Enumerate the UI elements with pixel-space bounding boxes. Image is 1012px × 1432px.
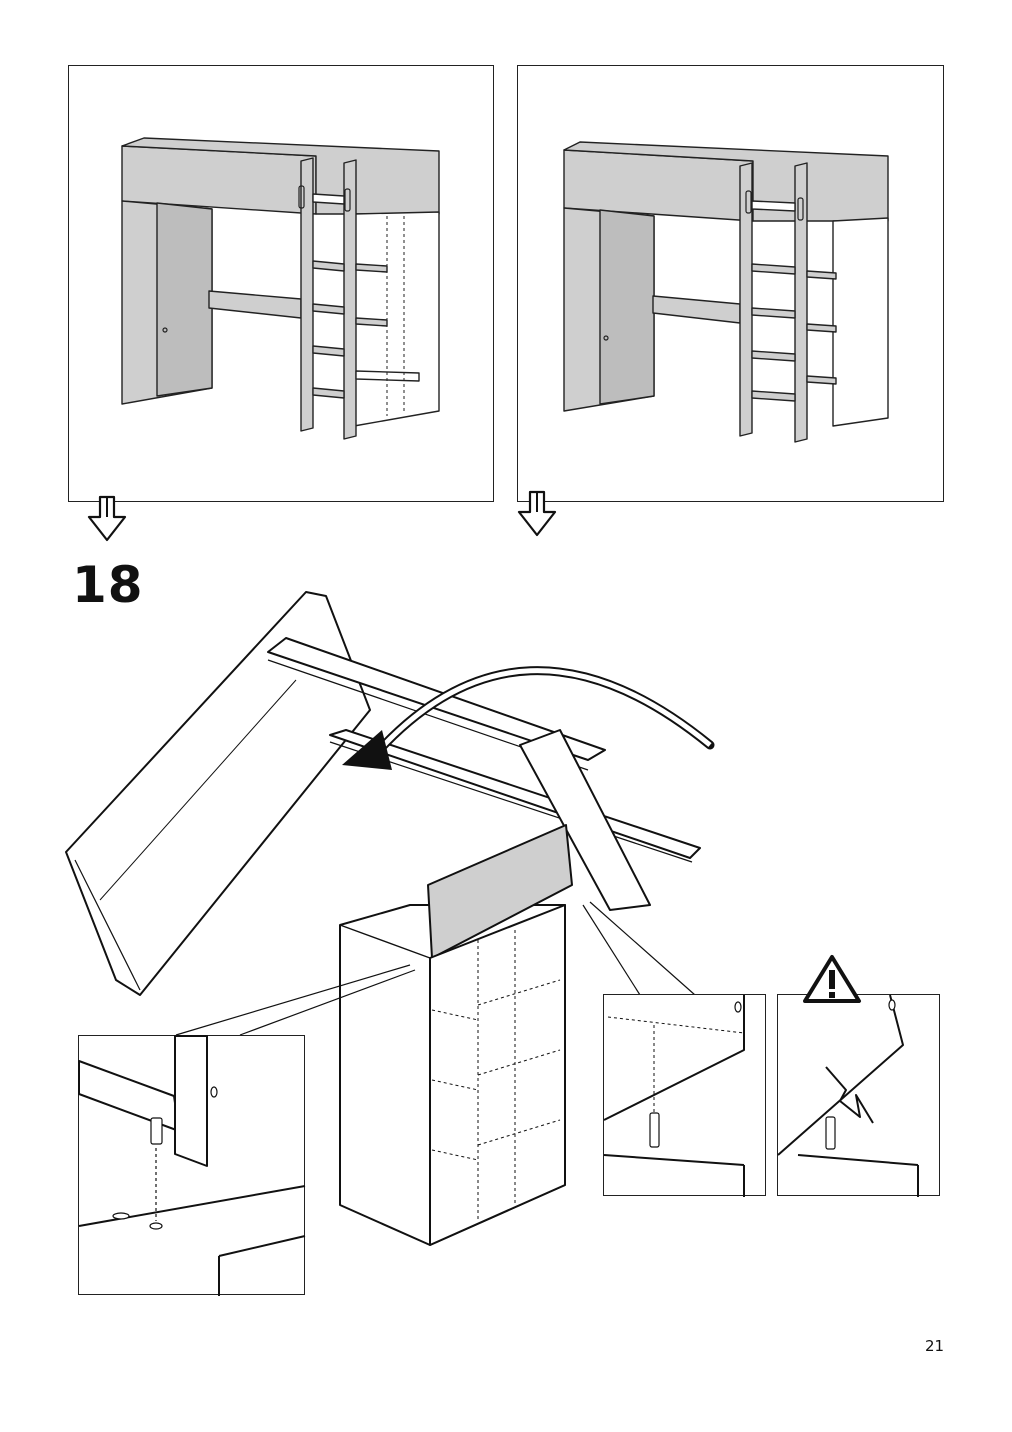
dowel-correct-detail [603, 994, 766, 1197]
loft-bed-illustration [563, 141, 889, 443]
dowel-detail-drawing [777, 994, 919, 1197]
dowel-insertion-detail [78, 1035, 306, 1296]
warning-triangle-icon [803, 955, 861, 1003]
step-number: 18 [72, 556, 144, 614]
dowel-detail-drawing [603, 995, 745, 1197]
page-number: 21 [925, 1337, 945, 1355]
loft-bed-illustration [121, 137, 440, 440]
main-assembly-illustration [65, 591, 715, 1246]
dowel-detail-drawing [78, 1035, 306, 1296]
down-arrow-icon [517, 490, 557, 537]
reference-panel-left [68, 65, 494, 502]
reference-panel-right [517, 65, 944, 502]
down-arrow-icon [87, 495, 127, 542]
dowel-warning-detail [777, 994, 940, 1197]
